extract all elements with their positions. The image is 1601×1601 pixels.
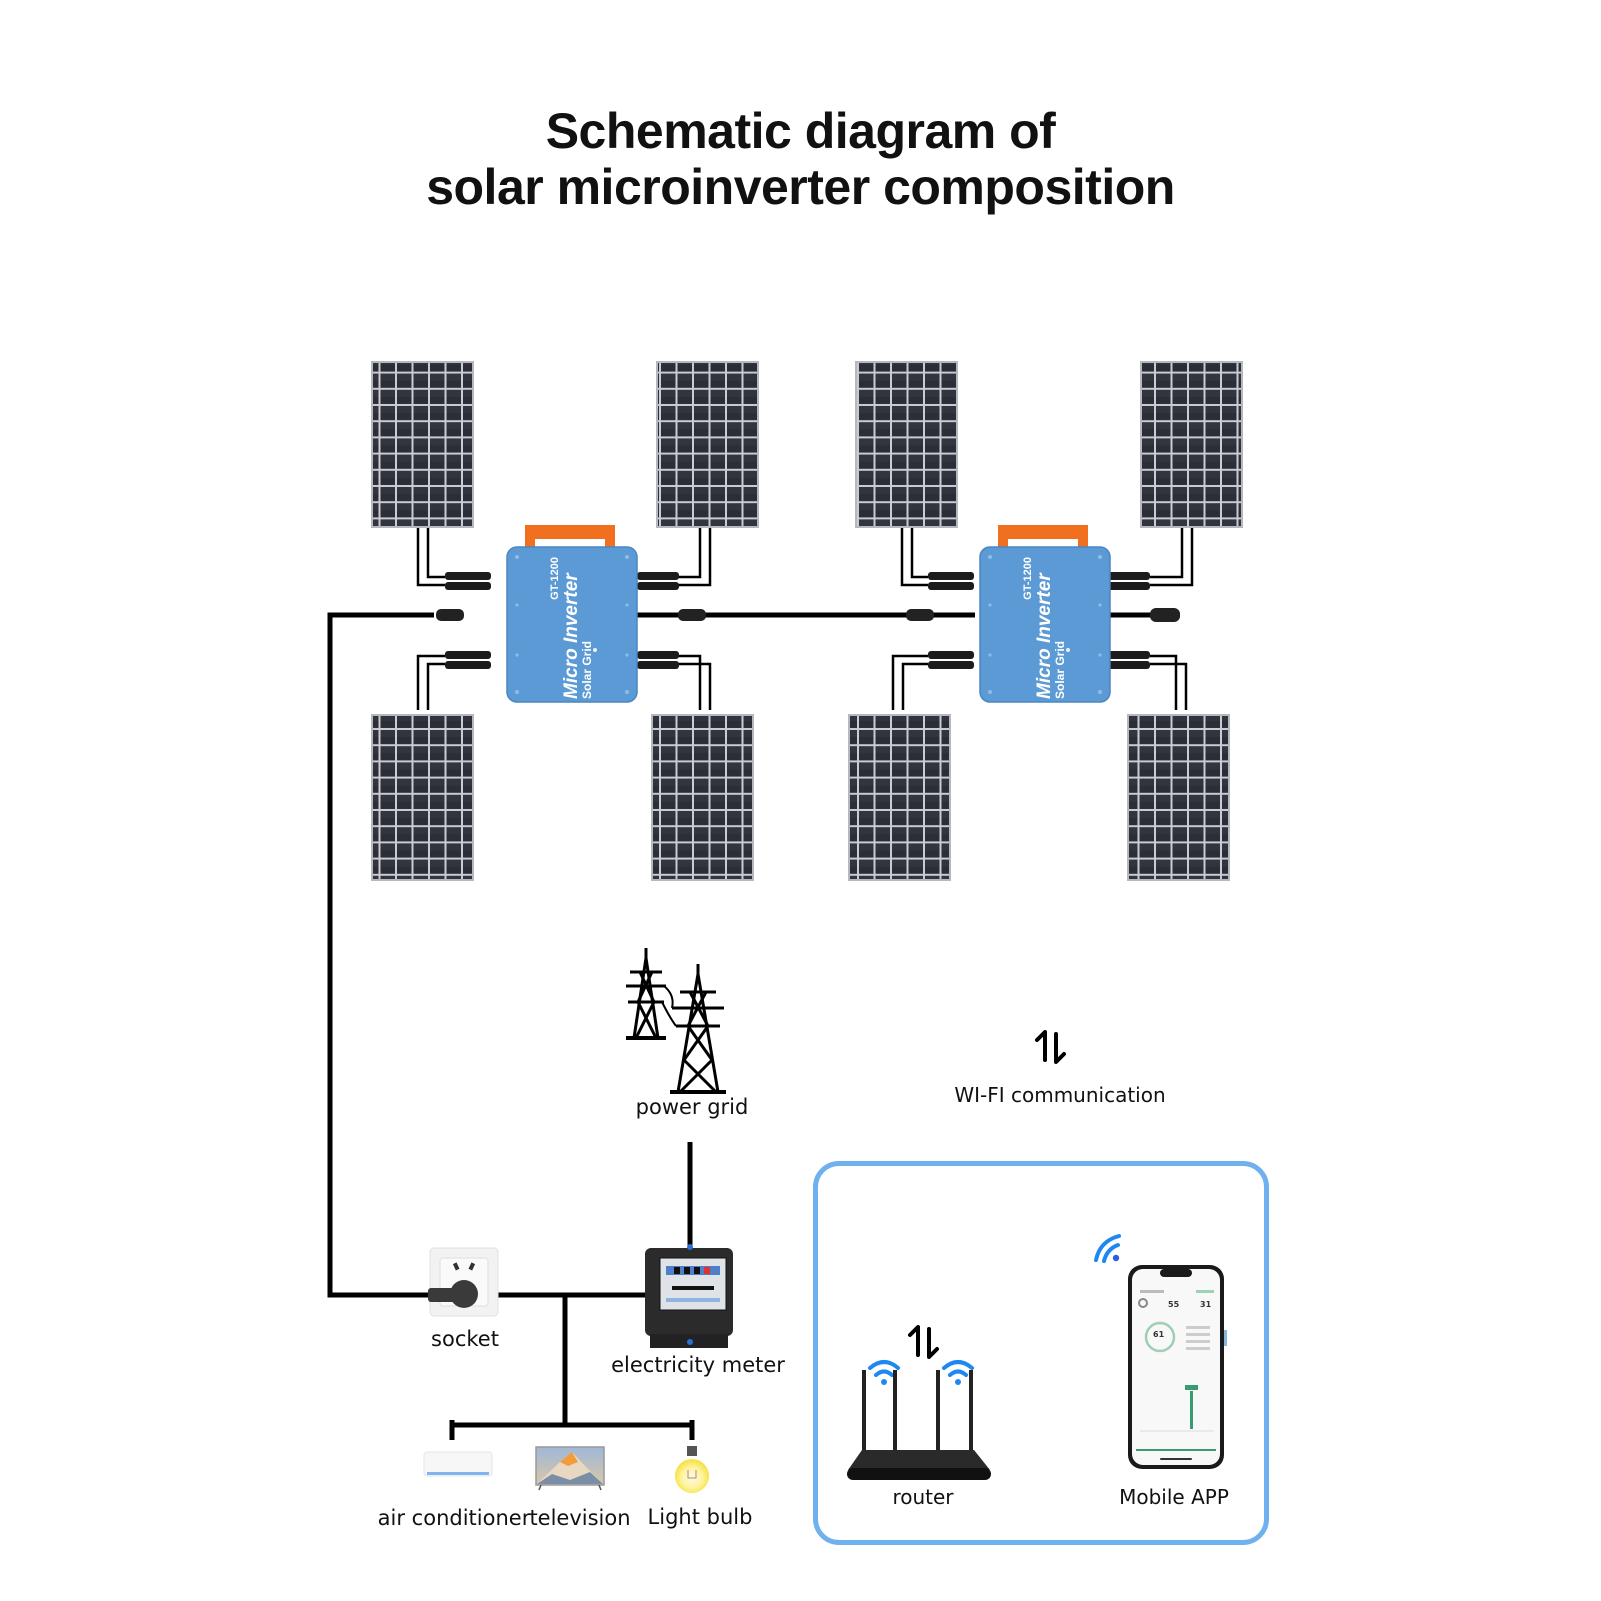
ac-trunk-cable [327,612,1180,1440]
wifi-communication-label: WI-FI communication [954,1083,1166,1107]
solar-panel [1140,361,1243,528]
micro-inverter-1 [506,525,638,703]
solar-panel [371,361,474,528]
solar-panel [855,361,958,528]
ac-connectors [436,608,1180,622]
electricity-meter-label: electricity meter [611,1353,785,1377]
electricity-meter-icon [645,1244,733,1348]
socket-label: socket [431,1327,499,1351]
inverter-body [506,546,638,703]
mobile-phone-icon [1128,1265,1227,1469]
up-down-arrows-icon [908,1325,939,1359]
wifi-signal-icon [1094,1234,1121,1263]
inverter-body [979,546,1111,703]
solar-panels [371,361,1243,881]
inverter-handle [998,525,1088,549]
solar-panel [651,714,754,881]
diagram-title: Schematic diagram of solar microinverter… [0,103,1601,215]
air-conditioner-icon [423,1451,493,1477]
solar-panel [1127,714,1230,881]
inverter-subtitle: Solar Grid [580,640,595,699]
television-label: television [529,1506,631,1530]
inverter-handle [525,525,615,549]
power-grid-label: power grid [635,1095,749,1119]
micro-inverter-2 [979,525,1111,703]
wall-socket-icon [428,1247,499,1317]
inverter-title: Micro Inverter [1033,573,1055,699]
up-down-arrows-icon [1035,1030,1066,1064]
television-icon [535,1446,605,1491]
inverter-1-label: GT-1200 Micro Inverter Solar Grid [507,547,637,702]
solar-panel [371,714,474,881]
app-stat-2: 31 [1200,1300,1212,1309]
router-label: router [892,1485,954,1509]
router-icon [847,1370,991,1480]
inverter-subtitle: Solar Grid [1053,640,1068,699]
wifi-signal-icon [942,1360,974,1385]
title-line-2: solar microinverter composition [426,159,1175,215]
solar-panel [848,714,951,881]
mobile-app-label: Mobile APP [1119,1485,1229,1509]
light-bulb-icon [675,1446,709,1493]
wifi-signal-icon [868,1360,900,1385]
inverter-model: GT-1200 [1021,557,1034,600]
inverter-model: GT-1200 [548,557,561,600]
power-grid-tower-icon [626,948,726,1094]
dc-cables [416,526,1194,710]
light-bulb-label: Light bulb [647,1505,753,1529]
inverter-2-label: GT-1200 Micro Inverter Solar Grid [980,547,1110,702]
dc-connectors [445,572,1150,669]
solar-panel [656,361,759,528]
app-gauge-value: 61 [1153,1330,1165,1339]
air-conditioner-label: air conditioner [377,1506,531,1530]
inverter-title: Micro Inverter [560,573,582,699]
title-line-1: Schematic diagram of [545,103,1056,159]
app-stat-1: 55 [1168,1300,1180,1309]
